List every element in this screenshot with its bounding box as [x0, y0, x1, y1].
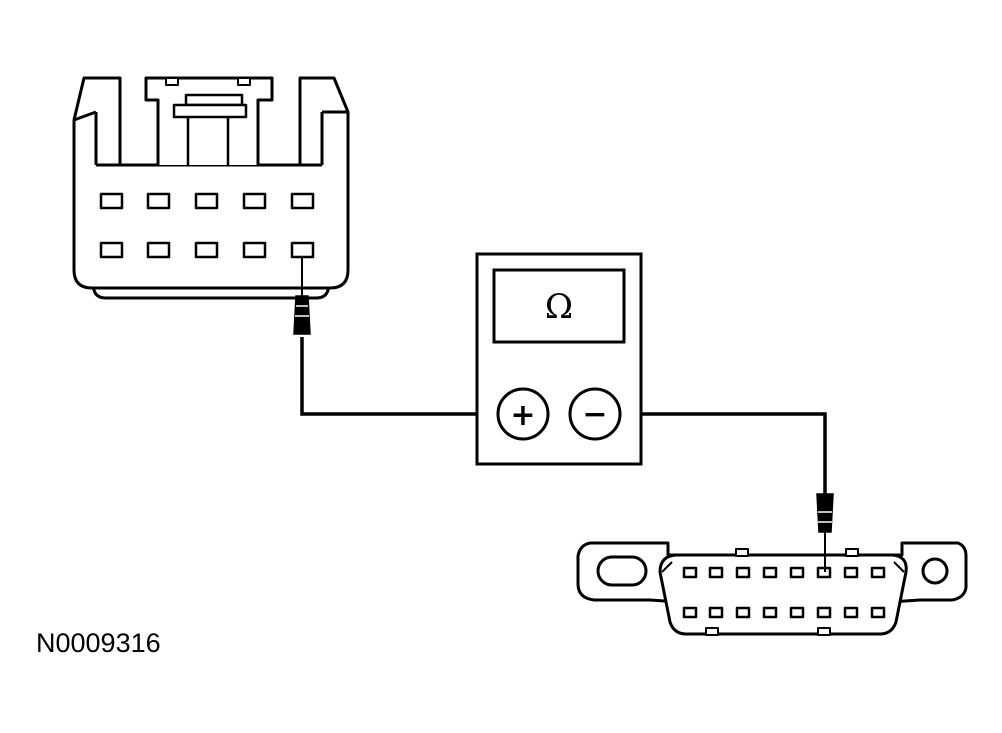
meter-display	[492, 268, 626, 344]
dlc-pin	[682, 566, 698, 579]
connector-pin-row-bottom	[99, 241, 315, 259]
lock-tab-notch	[165, 77, 179, 86]
pin-cavity	[242, 241, 267, 259]
dlc-pin	[708, 606, 724, 619]
dlc-key	[735, 548, 749, 557]
test-leads	[300, 337, 827, 496]
negative-test-lead	[622, 412, 827, 496]
lock-latch-inner	[172, 103, 248, 119]
dlc-pin	[843, 566, 859, 579]
dlc-pin	[708, 566, 724, 579]
test-probe-icon	[816, 493, 834, 572]
connector-lock-tab	[144, 76, 274, 165]
dlc-pin	[870, 566, 886, 579]
dlc-key	[705, 627, 719, 636]
lock-latch	[184, 93, 244, 107]
dlc-key	[817, 627, 831, 636]
connector-rib	[73, 110, 97, 122]
negative-terminal-symbol: −	[582, 397, 607, 432]
pin-cavity	[99, 241, 124, 259]
dlc-pin	[870, 606, 886, 619]
pin-cavity	[146, 192, 171, 210]
dlc-pin	[843, 606, 859, 619]
negative-terminal	[568, 387, 622, 441]
dlc-pin	[762, 566, 778, 579]
positive-test-lead	[300, 337, 498, 416]
dlc-pin	[735, 606, 751, 619]
connector-pin-row-top	[99, 192, 315, 210]
pin-cavity	[146, 241, 171, 259]
lock-tab-notch	[237, 77, 251, 86]
dlc-pin	[762, 606, 778, 619]
meter-ohm-symbol: Ω	[545, 287, 573, 327]
module-connector	[72, 76, 350, 300]
positive-terminal	[496, 387, 550, 441]
pin-cavity	[242, 192, 267, 210]
positive-terminal-symbol: +	[510, 398, 535, 433]
dlc-face-inner	[661, 561, 905, 573]
mounting-hole-slot	[596, 555, 648, 587]
dlc-pin	[682, 606, 698, 619]
pin-cavity	[194, 192, 219, 210]
dlc-face	[658, 553, 908, 636]
figure-id-label: N0009316	[36, 628, 161, 658]
pin-cavity	[290, 192, 315, 210]
dlc-pin-row-bottom	[682, 606, 886, 619]
dlc-pin	[735, 566, 751, 579]
pin-cavity-tested	[290, 241, 315, 259]
mounting-hole-round	[921, 557, 949, 585]
dlc-connector	[576, 541, 968, 636]
dlc-pin	[789, 606, 805, 619]
dlc-key	[845, 548, 859, 557]
connector-body	[72, 76, 350, 290]
dlc-pin	[816, 606, 832, 619]
pin-cavity	[194, 241, 219, 259]
ohmmeter-icon: Ω + −	[475, 252, 643, 466]
pin-cavity	[99, 192, 124, 210]
test-probe-icon	[293, 258, 311, 335]
dlc-pin-row-top	[682, 566, 886, 579]
dlc-pin	[789, 566, 805, 579]
